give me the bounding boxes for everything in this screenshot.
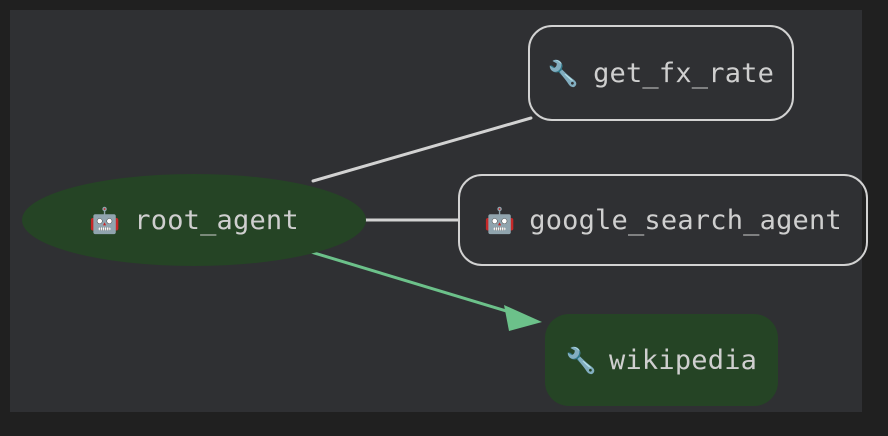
graph-node-google-search-agent[interactable]: 🤖 google_search_agent <box>458 174 868 266</box>
graph-node-label: google_search_agent <box>529 204 842 236</box>
graph-node-label: root_agent <box>134 204 299 236</box>
wrench-icon: 🔧 <box>565 345 598 375</box>
robot-icon: 🤖 <box>484 205 516 235</box>
graph-node-root-agent[interactable]: 🤖 root_agent <box>22 174 366 266</box>
graph-node-wikipedia[interactable]: 🔧 wikipedia <box>545 314 778 406</box>
graph-node-get-fx-rate[interactable]: 🔧 get_fx_rate <box>528 25 794 121</box>
graph-node-label: get_fx_rate <box>593 57 775 89</box>
graph-node-label: wikipedia <box>609 344 758 376</box>
wrench-icon: 🔧 <box>547 58 580 88</box>
robot-icon: 🤖 <box>89 205 121 235</box>
